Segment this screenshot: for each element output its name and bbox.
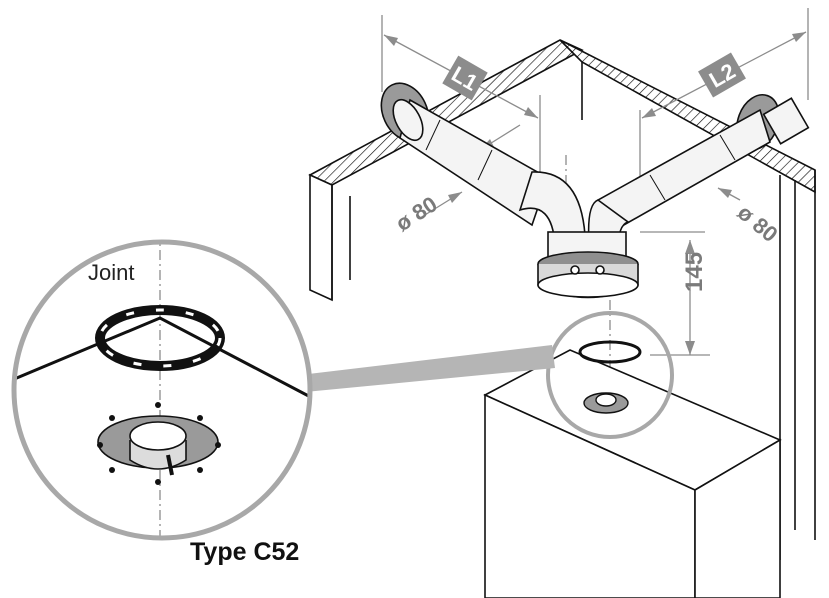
diameter-right-label: ø 80	[733, 200, 783, 247]
label-L2: L2	[698, 52, 746, 98]
boiler-box	[483, 349, 782, 598]
fixing-holes	[97, 402, 221, 485]
twin-adaptor	[537, 231, 639, 299]
diagram-caption: Type C52	[190, 538, 300, 566]
magnifier-connector	[300, 345, 555, 392]
label-L1: L1	[442, 55, 488, 101]
building-corner	[308, 39, 816, 560]
boiler-front	[484, 393, 696, 598]
boiler-side	[694, 438, 781, 598]
diameter-left-label: ø 80	[391, 191, 442, 236]
left-wall-face	[309, 173, 333, 302]
joint-label: Joint	[88, 260, 134, 285]
left-flue-pipe	[380, 82, 586, 247]
magnifier-detail: Joint	[11, 239, 313, 541]
height-label: 145	[681, 252, 708, 292]
small-joint-ring	[578, 340, 642, 364]
small-detail-circle	[546, 311, 674, 439]
